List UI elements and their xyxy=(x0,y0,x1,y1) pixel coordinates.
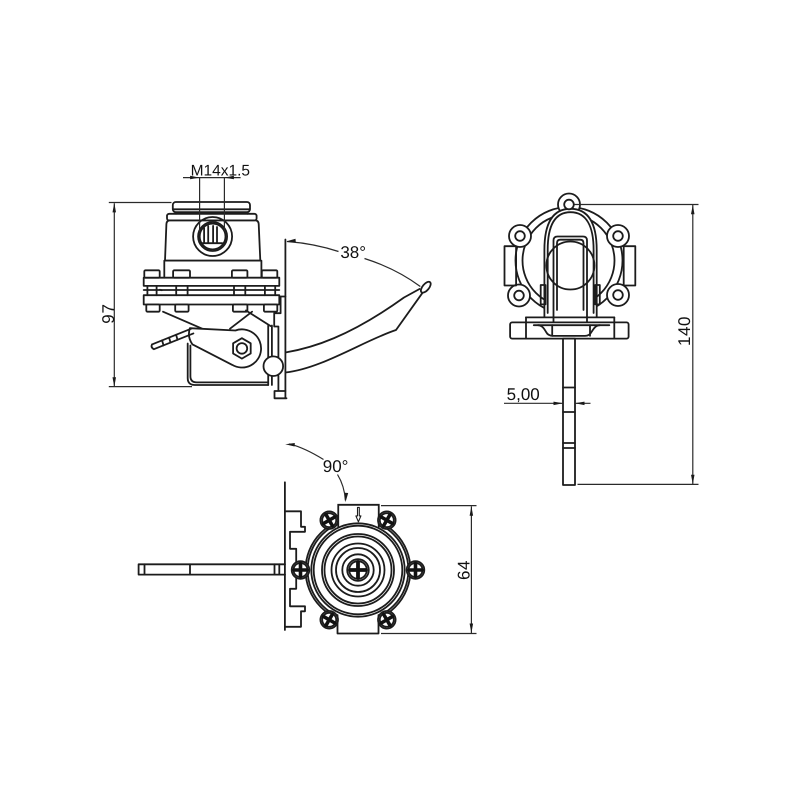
svg-text:38°: 38° xyxy=(340,243,366,262)
svg-text:64: 64 xyxy=(455,560,474,580)
svg-text:M14x1.5: M14x1.5 xyxy=(191,163,250,180)
svg-text:5,00: 5,00 xyxy=(507,385,540,404)
svg-text:140: 140 xyxy=(675,316,694,346)
svg-text:90°: 90° xyxy=(323,457,349,476)
svg-text:97: 97 xyxy=(99,303,118,324)
